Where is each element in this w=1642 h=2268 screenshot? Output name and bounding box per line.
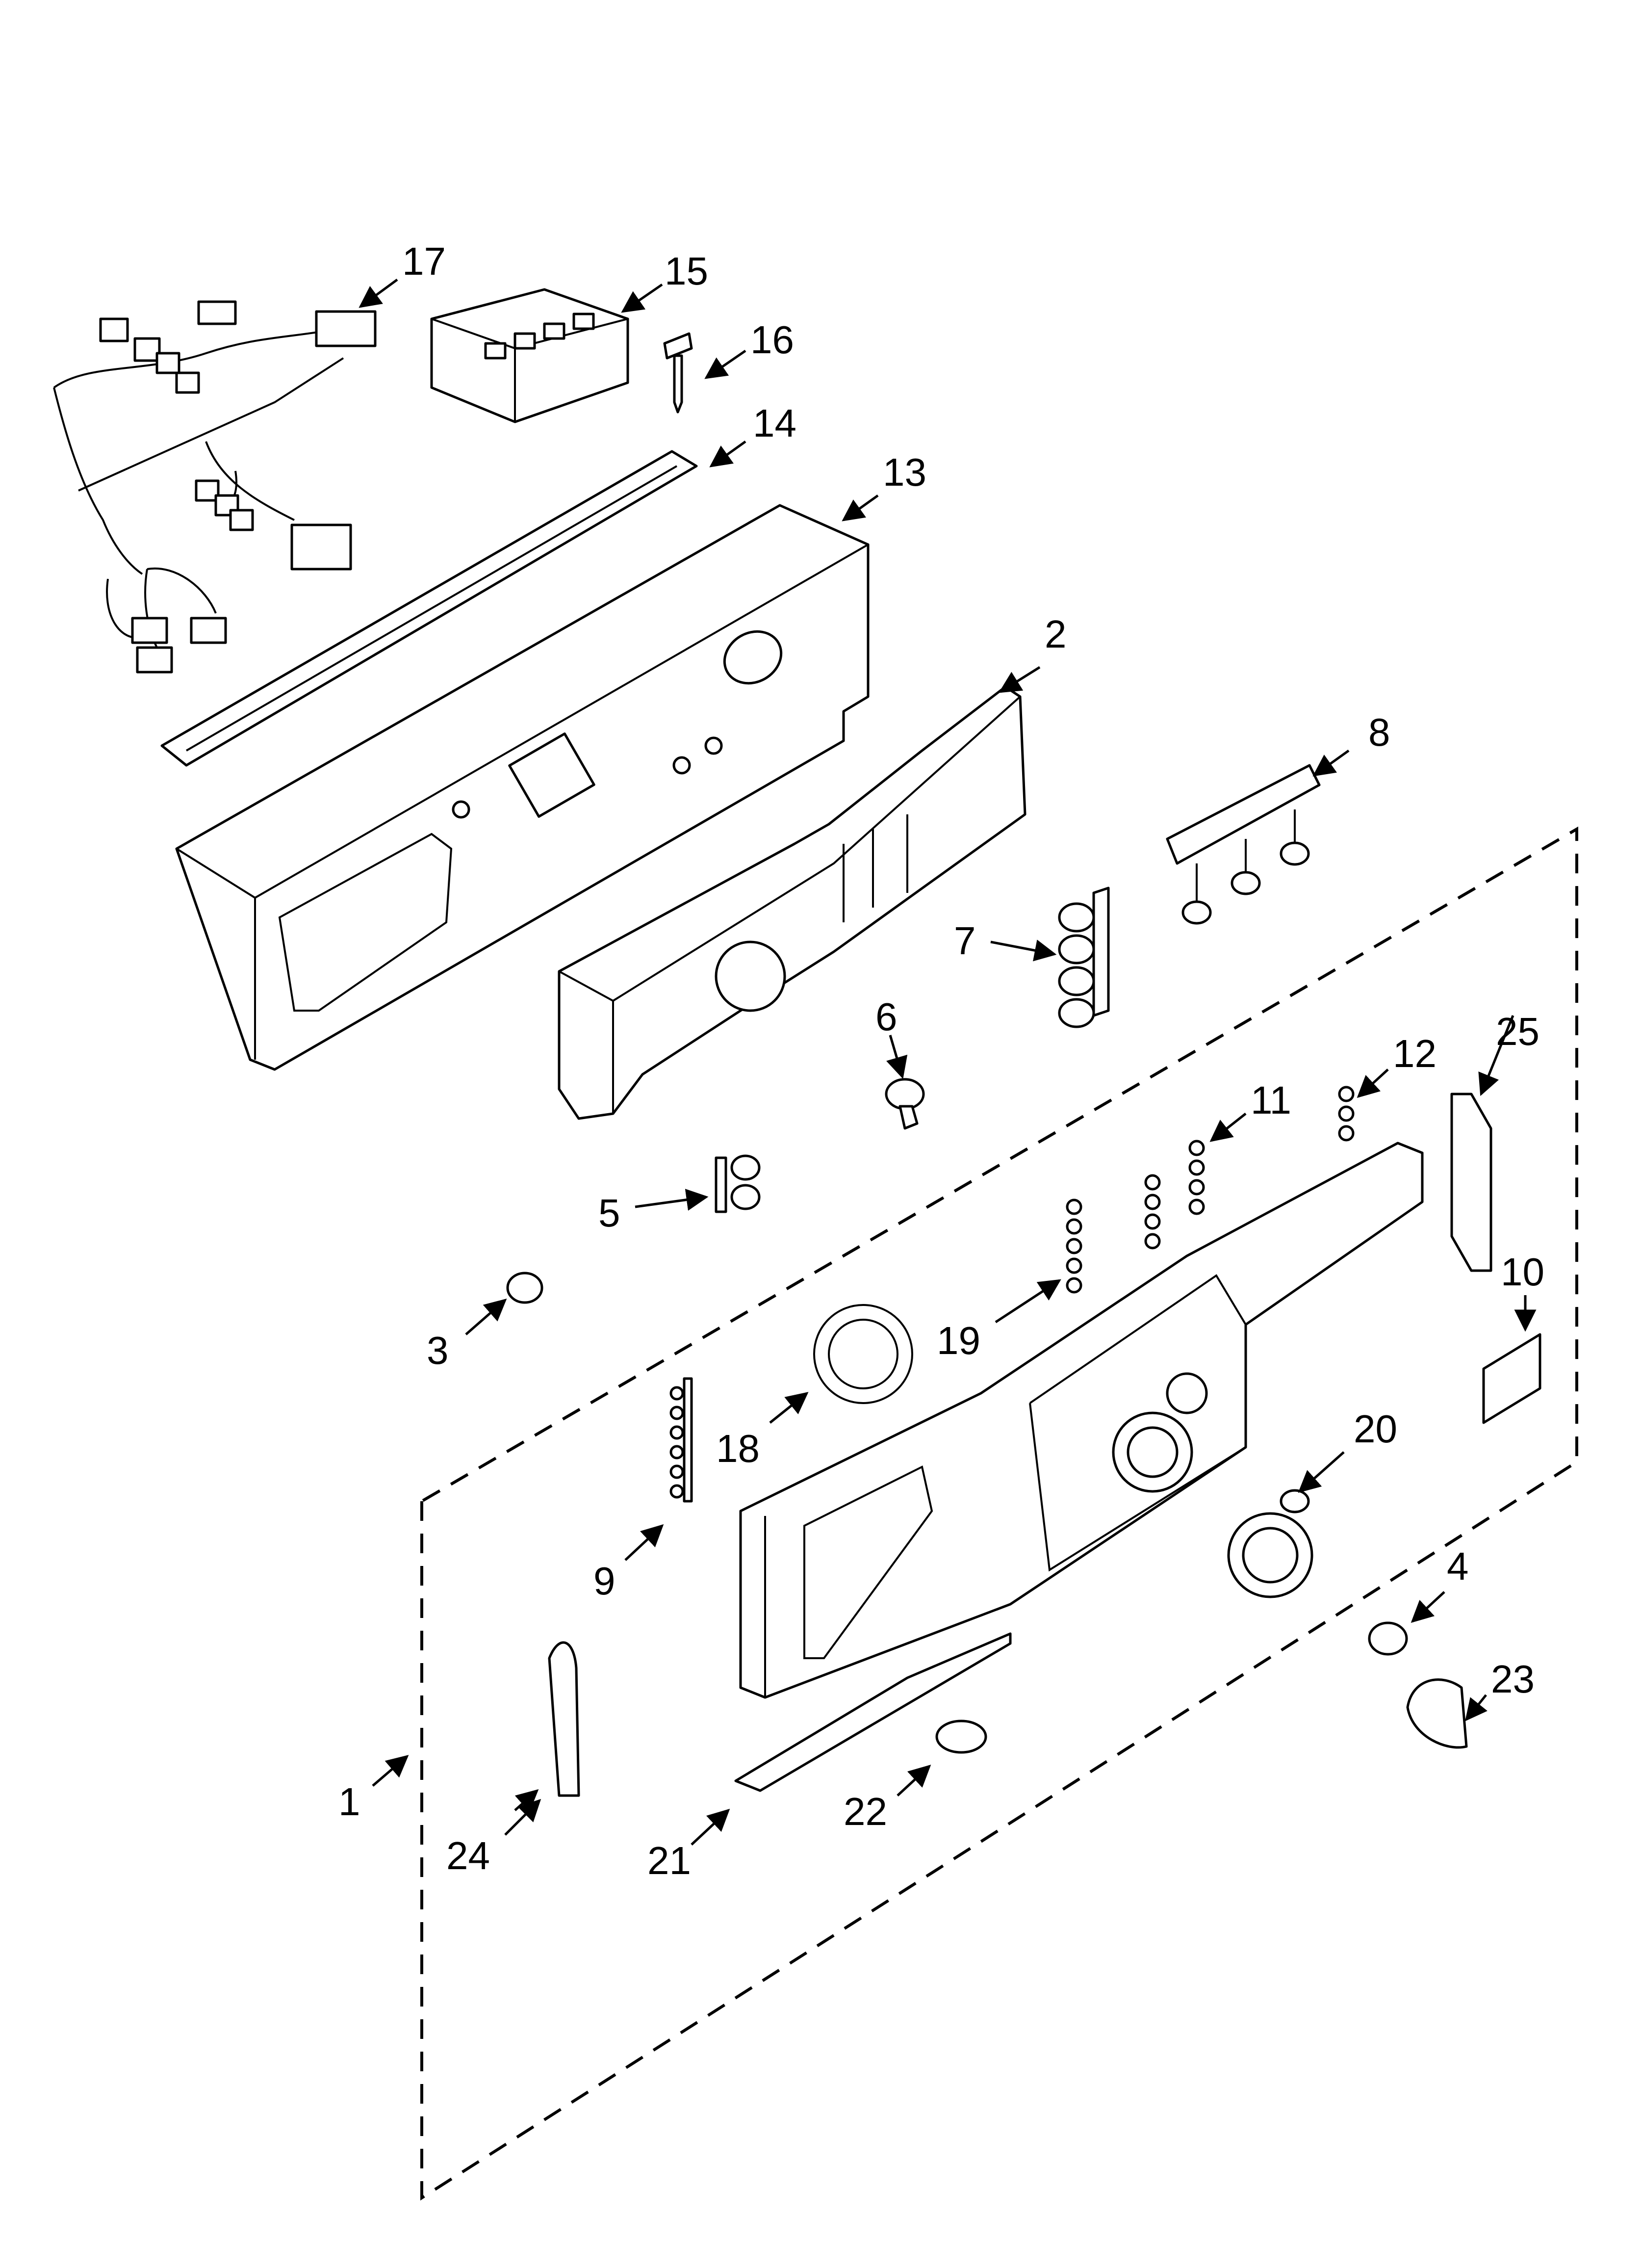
callout-6: 6: [875, 995, 898, 1039]
callout-15: 15: [665, 249, 708, 293]
button-strip-small: [1338, 1086, 1355, 1142]
callout-10: 10: [1501, 1250, 1544, 1294]
control-module-box: [430, 288, 629, 423]
leader-arrows: [359, 278, 1537, 1846]
side-trim-right: [1450, 1093, 1492, 1272]
console-front-panel: [739, 1142, 1424, 1699]
callout-17: 17: [402, 239, 446, 283]
callout-2: 2: [1045, 612, 1067, 656]
callout-21: 21: [647, 1839, 691, 1882]
callout-19: 19: [937, 1319, 980, 1362]
callout-1: 1: [338, 1780, 360, 1824]
button-pair: [715, 1154, 761, 1213]
lens-trim: [734, 1632, 1012, 1792]
callout-16: 16: [750, 318, 794, 362]
bracket-rail: [160, 450, 698, 767]
lens: [935, 1720, 987, 1754]
callout-25: 25: [1496, 1010, 1539, 1053]
label-plate: [1482, 1333, 1541, 1424]
callout-9: 9: [593, 1559, 616, 1603]
callout-20: 20: [1354, 1407, 1397, 1451]
small-knob: [506, 1272, 543, 1304]
console-housing-board: [558, 685, 1026, 1120]
callout-5: 5: [598, 1191, 620, 1235]
callout-23: 23: [1491, 1657, 1535, 1701]
callout-13: 13: [883, 450, 926, 494]
small-knob-right: [1368, 1621, 1408, 1656]
console-back-panel: [175, 504, 870, 1071]
callout-4: 4: [1447, 1544, 1469, 1588]
screw: [663, 332, 693, 414]
callout-14: 14: [753, 401, 796, 445]
side-trim-left: [548, 1641, 580, 1797]
callout-18: 18: [716, 1427, 760, 1470]
button-strip-right: [1144, 1140, 1205, 1250]
callout-3: 3: [427, 1329, 449, 1372]
push-button-bracket: [1166, 764, 1321, 925]
dial-indicator-ring: [813, 1304, 913, 1404]
light-pipe: [1066, 1199, 1082, 1294]
console-assembly-outline: [420, 826, 1578, 2201]
callout-labels: 1 2 3 4 5 6 7 8 9 10 11 12 13 14 15 16 1…: [338, 239, 1544, 1882]
callout-24: 24: [446, 1834, 490, 1877]
callout-12: 12: [1393, 1032, 1437, 1075]
callout-8: 8: [1368, 710, 1390, 754]
wire-harness: [53, 300, 377, 674]
button-set: [1058, 886, 1110, 1028]
cycle-knob: [1227, 1489, 1313, 1598]
callout-22: 22: [844, 1790, 887, 1833]
callout-11: 11: [1251, 1078, 1291, 1122]
callout-7: 7: [954, 919, 976, 963]
light-pipe-left: [669, 1377, 693, 1503]
knob-shaft: [885, 1078, 925, 1130]
control-knob: [1406, 1678, 1468, 1749]
